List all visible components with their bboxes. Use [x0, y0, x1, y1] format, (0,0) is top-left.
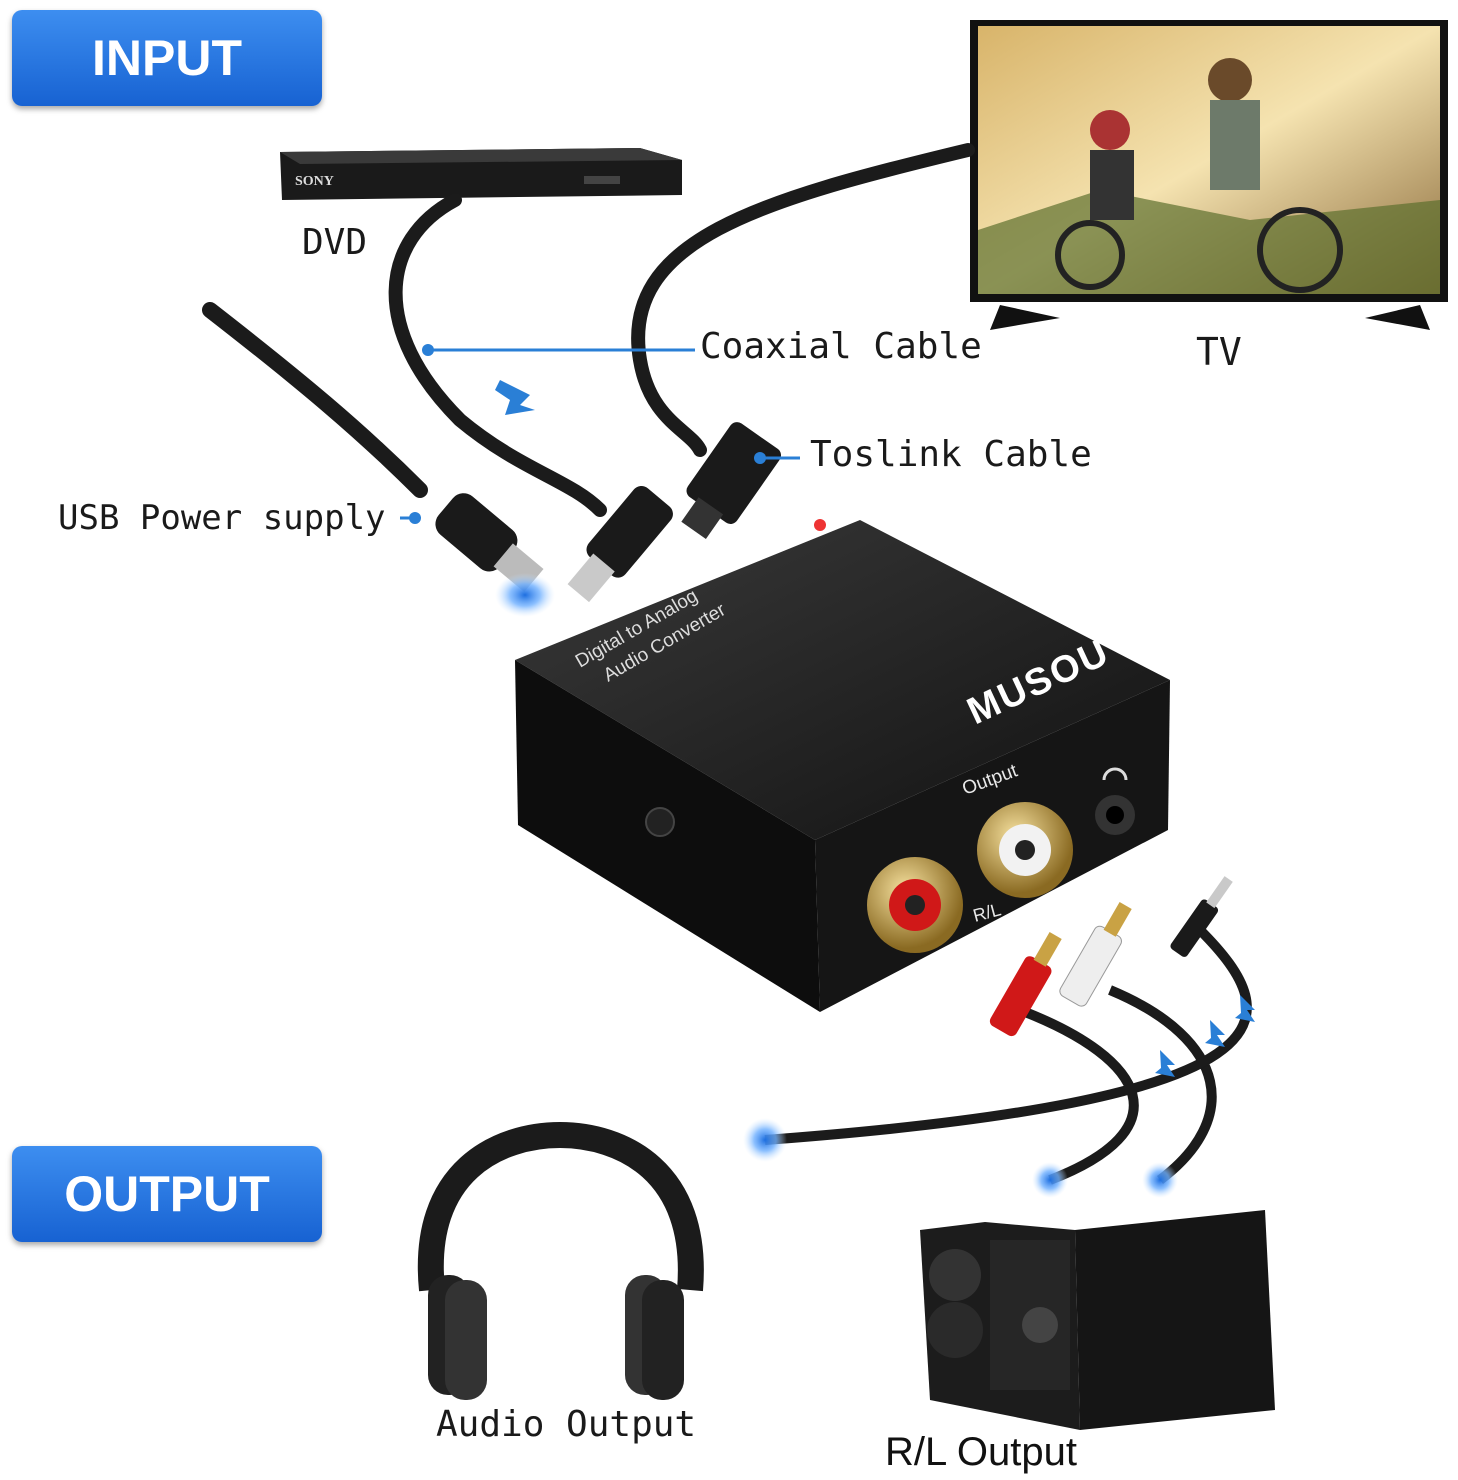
tv-image [970, 20, 1448, 330]
output-badge: OUTPUT [12, 1146, 322, 1242]
speaker-system-image [920, 1210, 1275, 1430]
coaxial-cable-label: Coaxial Cable [700, 326, 982, 367]
audio-output-label: Audio Output [436, 1404, 697, 1445]
rl-output-label: R/L Output [885, 1430, 1077, 1474]
dvd-brand-text: SONY [295, 174, 334, 189]
tv-label: TV [1196, 330, 1242, 374]
converter-box [515, 520, 1170, 1012]
dvd-player-image [280, 148, 682, 200]
toslink-cable-label: Toslink Cable [810, 434, 1092, 475]
input-badge: INPUT [12, 10, 322, 106]
dvd-label: DVD [302, 222, 368, 263]
usb-power-supply-label: USB Power supply [58, 498, 386, 538]
headphones-image [417, 1121, 704, 1400]
